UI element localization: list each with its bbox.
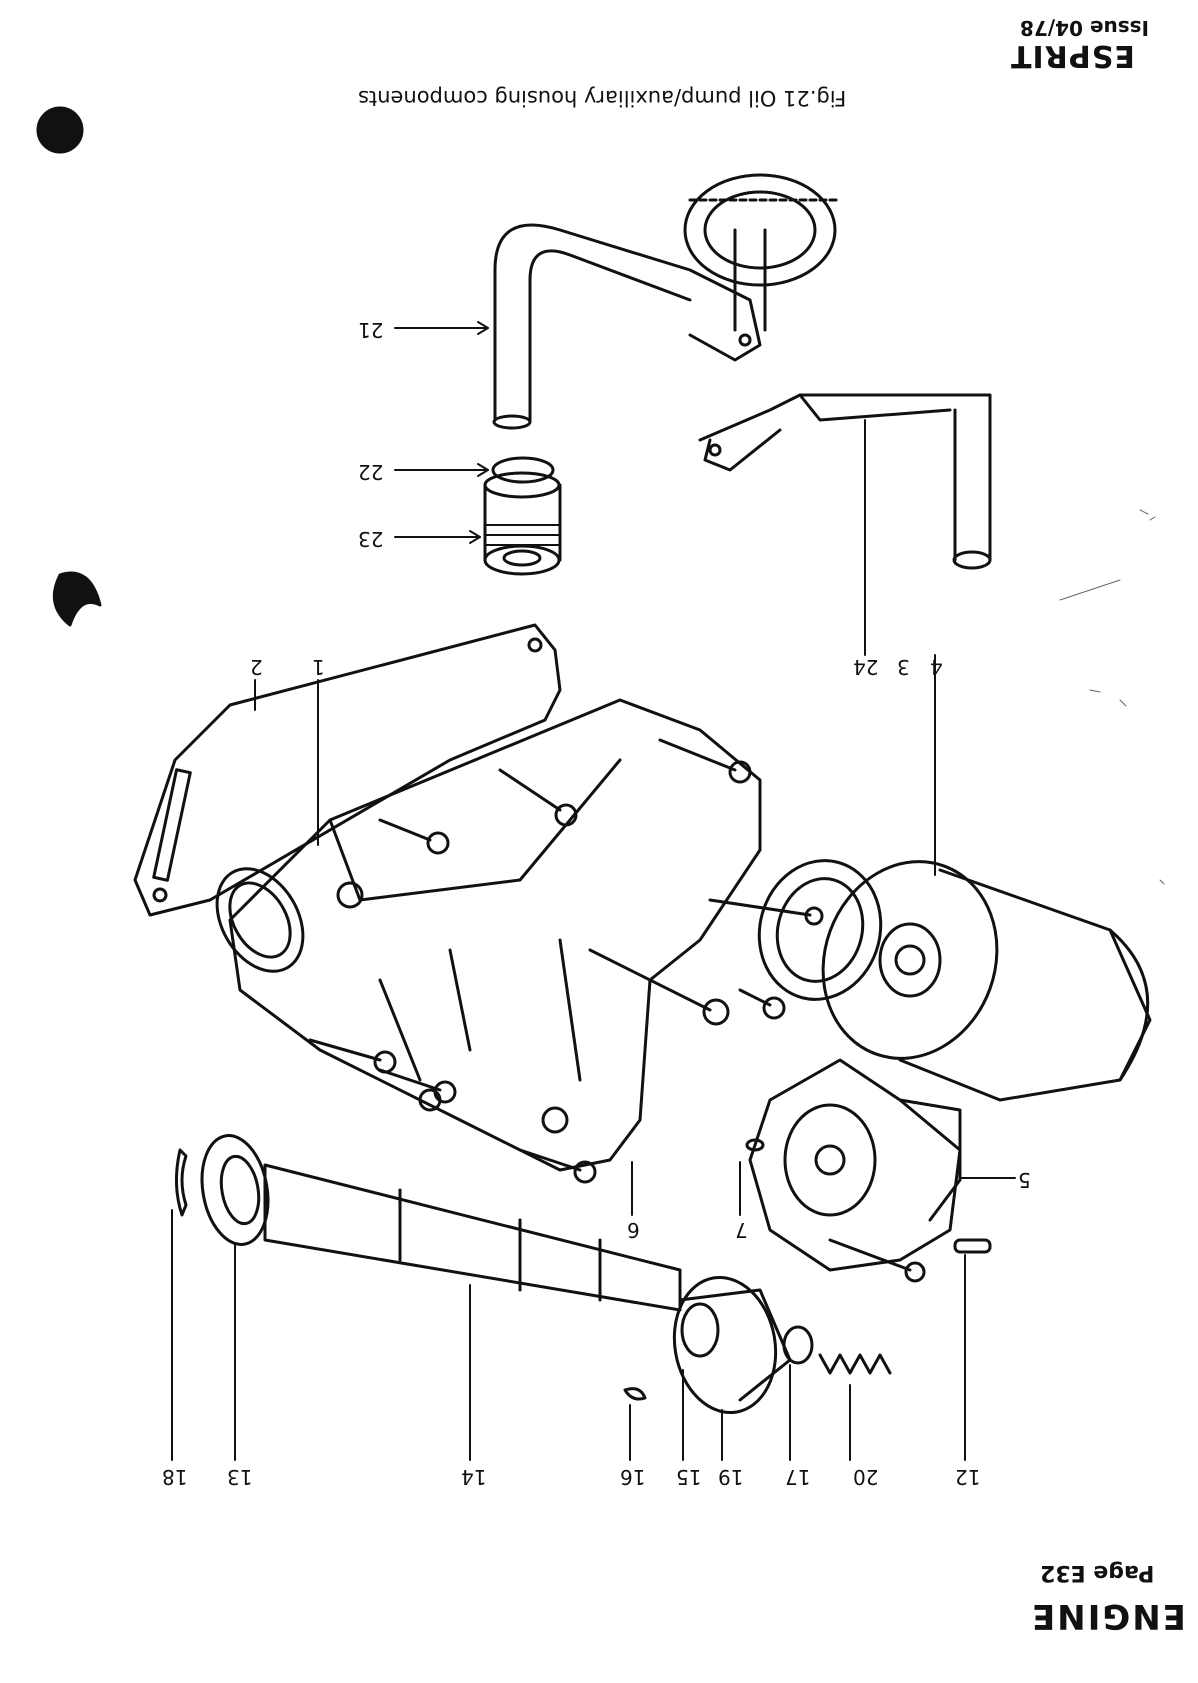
- callout-14: 14: [461, 1465, 486, 1489]
- binder-hole-mark: [54, 573, 100, 625]
- callout-12: 12: [955, 1465, 980, 1489]
- callout-15: 15: [676, 1465, 701, 1489]
- callout-23: 23: [358, 527, 383, 551]
- binder-hole-mark: [38, 108, 82, 152]
- o-ring-22: [493, 458, 553, 482]
- callout-4: 4: [930, 655, 943, 679]
- callout-17: 17: [785, 1465, 810, 1489]
- callout-13: 13: [227, 1465, 252, 1489]
- callout-7: 7: [735, 1218, 748, 1242]
- leader-lines: [172, 322, 1015, 1460]
- auxiliary-housing-1: [200, 700, 760, 1170]
- threaded-adaptor-23: [485, 473, 560, 574]
- scan-noise: [1060, 510, 1164, 884]
- pipe-24: [700, 395, 990, 568]
- key-16: [625, 1389, 645, 1399]
- callout-1: 1: [312, 655, 325, 679]
- ring-17: [784, 1327, 812, 1363]
- oil-pickup-pipe-21: [494, 175, 840, 428]
- callout-3: 3: [897, 655, 910, 679]
- drive-shaft-14: [265, 1165, 680, 1310]
- callout-16: 16: [620, 1465, 645, 1489]
- callout-19: 19: [718, 1465, 743, 1489]
- callout-6: 6: [627, 1218, 640, 1242]
- callout-2: 2: [250, 655, 263, 679]
- pin-12: [955, 1240, 990, 1252]
- pump-body-5: [750, 1060, 960, 1281]
- callout-22: 22: [358, 460, 383, 484]
- callout-18: 18: [162, 1465, 187, 1489]
- callout-5: 5: [1018, 1168, 1031, 1192]
- sealing-ring: [744, 847, 896, 1013]
- gasket-2: [135, 625, 560, 915]
- circlip-18: [176, 1150, 186, 1215]
- callout-24: 24: [853, 655, 878, 679]
- oil-filter-4: [796, 837, 1150, 1100]
- spring-20: [820, 1355, 890, 1373]
- callout-21: 21: [358, 318, 383, 342]
- callout-20: 20: [853, 1465, 878, 1489]
